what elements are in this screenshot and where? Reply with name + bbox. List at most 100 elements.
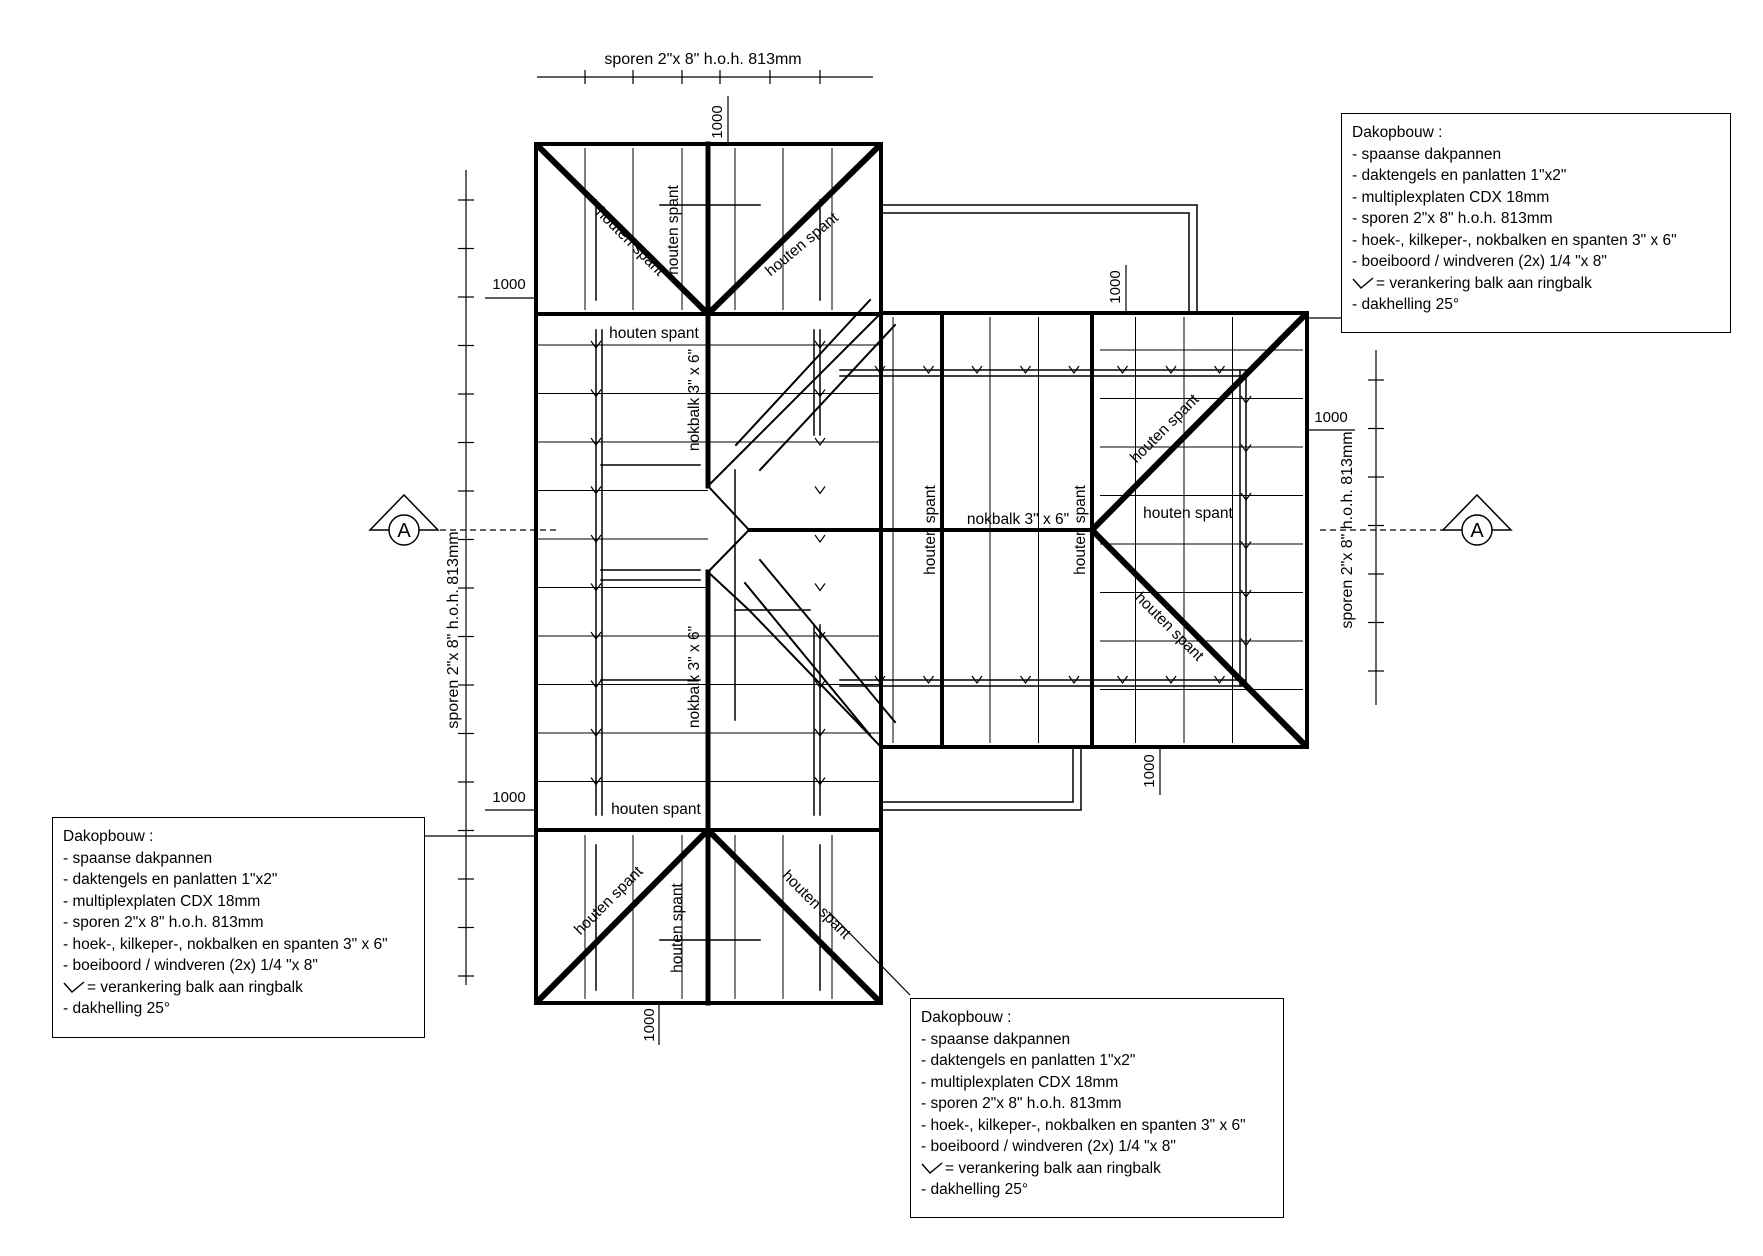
anchor-mark	[590, 631, 602, 641]
note-item: - boeiboord / windveren (2x) 1/4 "x 8"	[63, 957, 318, 974]
note-item: - spaanse dakpannen	[63, 849, 213, 867]
note-item: - spaanse dakpannen	[1352, 145, 1502, 163]
anchor-check-icon	[63, 980, 85, 993]
left-rafter-dimension: sporen 2"x 8" h.o.h. 813mm	[445, 531, 462, 728]
truss-label: houten spant	[778, 867, 854, 943]
valley-beam	[734, 298, 872, 447]
valley-beam	[758, 558, 897, 724]
anchor-mark	[1117, 675, 1128, 685]
note-title: Dakopbouw :	[921, 1009, 1012, 1026]
note-slope: - dakhelling 25°	[1352, 296, 1460, 313]
overhang-dimension-top: 1000	[709, 105, 726, 138]
valley-beam	[743, 581, 872, 737]
ring-beam	[595, 199, 1247, 991]
anchor-mark	[814, 389, 826, 398]
anchor-mark	[590, 583, 602, 592]
anchor-ticks	[458, 70, 1384, 977]
anchor-mark	[1240, 638, 1252, 647]
anchor-mark	[590, 437, 602, 447]
note-title: Dakopbouw :	[1352, 124, 1443, 141]
truss-label: houten spant	[611, 801, 701, 818]
section-letter: A	[397, 520, 411, 542]
anchor-mark	[1240, 589, 1252, 599]
note-item: - multiplexplaten CDX 18mm	[63, 892, 261, 910]
anchor-mark	[590, 340, 602, 350]
hip-beam	[1087, 312, 1308, 535]
gutter-outline	[880, 204, 1198, 811]
note-item: - sporen 2"x 8" h.o.h. 813mm	[63, 914, 264, 931]
note-item: - hoek-, kilkeper-, nokbalken en spanten…	[1352, 231, 1677, 249]
anchor-mark	[814, 437, 826, 447]
section-marker-left: A	[368, 493, 440, 546]
right-rafter-dimension: sporen 2"x 8" h.o.h. 813mm	[1339, 431, 1356, 628]
anchor-mark	[1068, 675, 1080, 685]
anchor-mark	[590, 534, 602, 544]
anchor-mark	[1240, 395, 1252, 405]
anchor-mark	[1240, 541, 1252, 550]
section-marker-right: A	[1441, 493, 1513, 546]
anchor-mark	[1165, 365, 1177, 375]
roof-buildup-note-left: Dakopbouw : - spaanse dakpannen - dakten…	[52, 817, 425, 1038]
overhang-dimension-east-bottom: 1000	[1141, 754, 1158, 787]
anchor-mark	[1020, 675, 1031, 685]
anchor-mark	[590, 680, 602, 689]
anchor-mark	[1240, 492, 1252, 502]
overhang-dimension-left-top: 1000	[492, 276, 525, 293]
anchor-mark	[814, 777, 826, 786]
note-item: - multiplexplaten CDX 18mm	[1352, 188, 1550, 206]
anchor-mark	[1214, 365, 1225, 375]
ridge-label: nokbalk 3" x 6"	[686, 349, 703, 451]
truss-label: houten spant	[669, 882, 686, 972]
hip-beam	[535, 825, 713, 1004]
note-title: Dakopbouw :	[63, 828, 154, 845]
hip-beam	[703, 825, 882, 1004]
anchor-mark	[874, 675, 886, 685]
anchor-mark	[971, 365, 983, 375]
valley-beam	[758, 323, 897, 472]
note-item: - spaanse dakpannen	[921, 1030, 1071, 1048]
anchor-mark	[1117, 365, 1128, 375]
anchor-mark	[814, 534, 826, 544]
note-item: - hoek-, kilkeper-, nokbalken en spanten…	[63, 935, 388, 953]
ridge-label: nokbalk 3" x 6"	[967, 511, 1069, 528]
anchor-mark	[1068, 365, 1080, 375]
anchor-mark	[1020, 365, 1031, 375]
overhang-dimension-left-bottom: 1000	[492, 789, 525, 806]
hip-beam	[535, 143, 713, 319]
overhang-dimension-bottom: 1000	[641, 1008, 658, 1041]
anchor-mark	[814, 583, 826, 592]
anchor-mark	[874, 365, 886, 375]
ridge-label: nokbalk 3" x 6"	[686, 626, 703, 728]
roof-structure	[534, 141, 1309, 1006]
note-item: - daktengels en panlatten 1"x2"	[921, 1052, 1136, 1069]
note-item: - sporen 2"x 8" h.o.h. 813mm	[1352, 210, 1553, 227]
anchor-check-icon	[921, 1161, 943, 1174]
note-item: - sporen 2"x 8" h.o.h. 813mm	[921, 1095, 1122, 1112]
anchor-mark	[1165, 675, 1177, 685]
anchor-mark	[1214, 675, 1225, 685]
anchor-check-icon	[1352, 276, 1374, 289]
anchor-mark	[971, 675, 983, 685]
anchor-mark	[590, 389, 602, 398]
anchor-mark	[590, 777, 602, 786]
note-item: - daktengels en panlatten 1"x2"	[1352, 167, 1567, 184]
leader-line-bottom-note	[828, 911, 911, 996]
note-item: - multiplexplaten CDX 18mm	[921, 1073, 1119, 1091]
anchor-mark	[1240, 444, 1252, 453]
note-slope: - dakhelling 25°	[921, 1181, 1029, 1198]
truss-label: houten spant	[1131, 589, 1207, 665]
truss-label: houten spant	[592, 204, 668, 280]
anchor-mark	[814, 680, 826, 689]
note-item: - hoek-, kilkeper-, nokbalken en spanten…	[921, 1116, 1246, 1134]
anchor-mark	[814, 728, 826, 738]
hip-beam	[1087, 525, 1308, 748]
note-item: - boeiboord / windveren (2x) 1/4 "x 8"	[921, 1138, 1176, 1155]
truss-label: houten spant	[609, 325, 699, 342]
anchor-mark	[923, 365, 934, 375]
overhang-dimension-east-top: 1000	[1107, 270, 1124, 303]
note-anchor-legend: = verankering balk aan ringbalk	[87, 978, 303, 996]
section-letter: A	[1470, 520, 1484, 542]
note-anchor-legend: = verankering balk aan ringbalk	[1376, 274, 1592, 292]
dimension-lines	[425, 76, 1450, 1045]
